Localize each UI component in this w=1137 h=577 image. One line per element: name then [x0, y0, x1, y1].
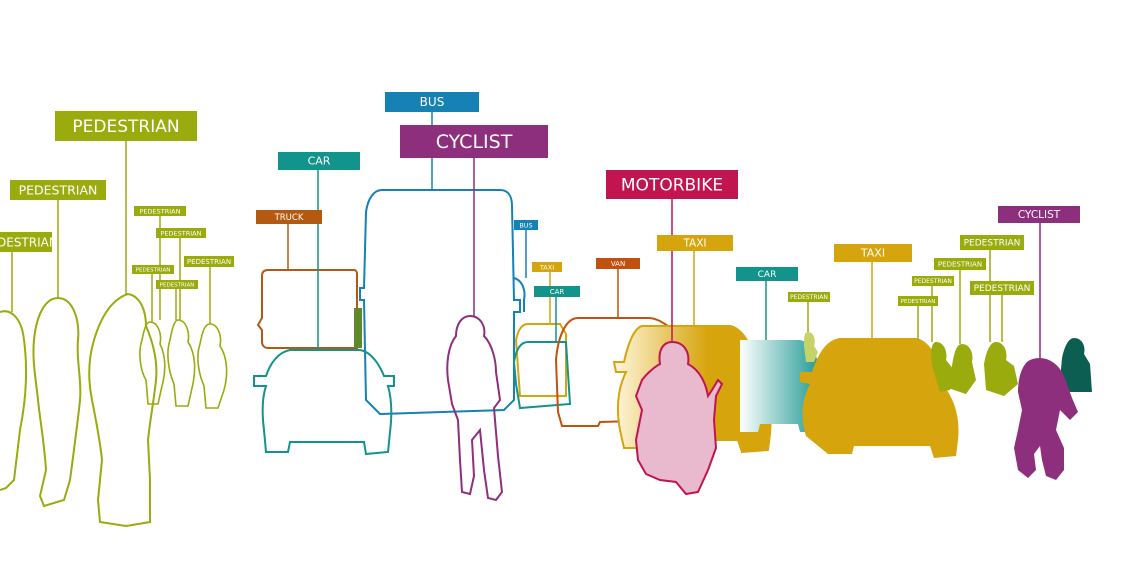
label-pedestrian-tiny-3: PEDESTRIAN: [132, 265, 174, 274]
car-silhouette-front: [253, 349, 395, 456]
label-text: PEDESTRIAN: [161, 230, 202, 238]
label-pedestrian-right-5: PEDESTRIAN: [970, 281, 1034, 295]
pedestrian-silhouette-left: [32, 296, 82, 508]
pedestrian-silhouette-dark: [1060, 338, 1092, 392]
label-text: CAR: [308, 155, 331, 168]
label-text: CYCLIST: [1018, 209, 1061, 221]
label-pedestrian-tiny-5: PEDESTRIAN: [184, 256, 234, 267]
label-car-teal: CAR: [736, 267, 798, 281]
label-pedestrian-mid: PEDESTRIAN: [788, 292, 830, 302]
label-text: PEDESTRIAN: [974, 284, 1031, 294]
label-text: TAXI: [682, 238, 706, 250]
label-bus-small: BUS: [514, 220, 538, 230]
label-cyclist-right: CYCLIST: [998, 206, 1080, 223]
motorbike-rider-silhouette: [634, 340, 724, 496]
label-pedestrian-tiny-2: PEDESTRIAN: [156, 228, 206, 238]
label-text: PEDESTRIAN: [136, 268, 171, 274]
label-text: TRUCK: [274, 213, 304, 223]
label-text: MOTORBIKE: [621, 176, 723, 196]
label-taxi-solid: TAXI: [834, 244, 912, 262]
label-pedestrian-right-4: PEDESTRIAN: [960, 235, 1024, 250]
bus-silhouette: [359, 189, 526, 416]
label-text: CYCLIST: [436, 131, 513, 153]
pedestrian-silhouette-far-left: [0, 310, 28, 491]
label-text: BUS: [519, 222, 532, 230]
pedestrian-silhouette-mid: [804, 332, 818, 362]
label-car-small: CAR: [534, 286, 580, 297]
label-pedestrian-right-1: PEDESTRIAN: [912, 276, 954, 286]
label-text: TAXI: [539, 264, 554, 272]
label-text: VAN: [611, 260, 625, 268]
label-pedestrian-left: PEDESTRIAN: [10, 180, 106, 200]
label-text: CAR: [758, 270, 777, 280]
label-text: PEDESTRIAN: [160, 283, 195, 289]
label-pedestrian-far-left: PEDESTRIAN: [0, 232, 58, 252]
label-text: TAXI: [860, 247, 885, 260]
label-text: PEDESTRIAN: [914, 278, 952, 285]
label-bus-large: BUS: [385, 92, 479, 112]
pedestrian-silhouettes-right: [931, 342, 1018, 396]
label-cyclist-large: CYCLIST: [400, 125, 548, 158]
label-pedestrian-large: PEDESTRIAN: [55, 111, 197, 141]
label-pedestrian-tiny-4: PEDESTRIAN: [156, 280, 198, 289]
label-taxi-small: TAXI: [532, 262, 562, 272]
pedestrian-silhouette-small-group: [139, 319, 228, 409]
label-truck: TRUCK: [256, 210, 322, 224]
van-silhouette: [554, 317, 669, 427]
label-text: PEDESTRIAN: [140, 208, 181, 216]
label-text: PEDESTRIAN: [72, 117, 179, 137]
truck-cab-accent: [354, 308, 362, 348]
label-pedestrian-right-3: PEDESTRIAN: [934, 258, 986, 270]
label-text: BUS: [420, 95, 445, 109]
label-van: VAN: [596, 258, 640, 269]
taxi-silhouette-solid: [800, 338, 959, 458]
label-pedestrian-right-2: PEDESTRIAN: [898, 296, 938, 306]
label-text: PEDESTRIAN: [964, 239, 1021, 249]
taxi-silhouette-small: [514, 323, 567, 397]
leader-lines: [11, 111, 1041, 358]
label-text: PEDESTRIAN: [790, 294, 828, 301]
label-text: PEDESTRIAN: [901, 299, 936, 305]
label-car-front: CAR: [278, 152, 360, 170]
truck-silhouette: [256, 269, 358, 349]
car-silhouette-small: [512, 341, 572, 410]
label-text: PEDESTRIAN: [19, 183, 98, 198]
label-taxi-front: TAXI: [657, 235, 733, 251]
cyclist-silhouette-solid: [1014, 357, 1078, 480]
label-text: PEDESTRIAN: [187, 258, 231, 266]
label-text: PEDESTRIAN: [0, 236, 58, 250]
label-text: CAR: [550, 288, 565, 296]
cyclist-silhouette-outline: [446, 314, 504, 502]
label-pedestrian-tiny-1: PEDESTRIAN: [134, 206, 186, 216]
label-text: PEDESTRIAN: [938, 261, 982, 269]
pedestrian-silhouette-hooded: [88, 292, 158, 528]
label-motorbike: MOTORBIKE: [606, 170, 738, 199]
